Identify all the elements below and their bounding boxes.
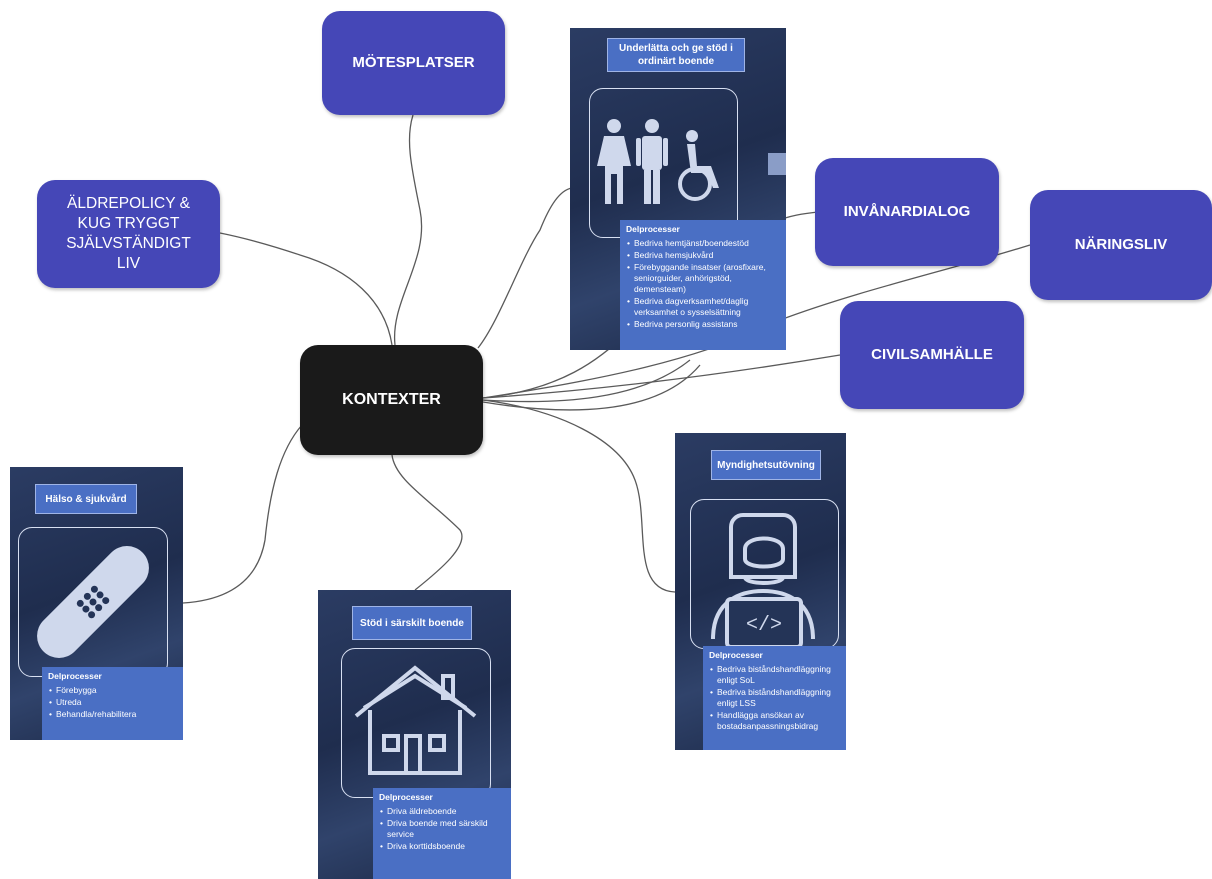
process-item: Handlägga ansökan av bostadsanpassningsb… xyxy=(710,710,840,732)
people-with-wheelchair-icon xyxy=(597,119,719,204)
naringsliv-label: NÄRINGSLIV xyxy=(1074,236,1168,254)
link-civilsamhalle xyxy=(482,354,841,399)
card-ordinart-boende: Underlätta och ge stöd i ordinärt boende… xyxy=(570,28,786,350)
card-title: Stöd i särskilt boende xyxy=(352,606,472,640)
person-laptop-icon: </> xyxy=(711,513,815,647)
link-halso xyxy=(182,424,303,604)
card-halso-sjukvard: Hälso & sjukvård Delprocesser Förebygga … xyxy=(10,467,183,740)
process-item: Behandla/rehabilitera xyxy=(49,709,177,720)
card-title: Hälso & sjukvård xyxy=(35,484,137,514)
motesplatser-label: MÖTESPLATSER xyxy=(352,54,475,72)
kontexter-center-node[interactable]: KONTEXTER xyxy=(300,345,483,455)
aldrepolicy-node[interactable]: ÄLDREPOLICY & KUG TRYGGT SJÄLVSTÄNDIGT L… xyxy=(37,180,220,288)
process-item: Utreda xyxy=(49,697,177,708)
civilsamhalle-label: CIVILSAMHÄLLE xyxy=(871,346,993,364)
process-item: Bedriva hemtjänst/boendestöd xyxy=(627,238,780,249)
link-myndighet xyxy=(482,399,676,593)
process-box: Delprocesser Bedriva biståndshandläggnin… xyxy=(703,646,846,750)
process-item: Driva boende med särskild service xyxy=(380,818,505,840)
process-item: Bedriva dagverksamhet/daglig verksamhet … xyxy=(627,296,780,318)
card-title: Underlätta och ge stöd i ordinärt boende xyxy=(607,38,745,72)
process-item: Förebygga xyxy=(49,685,177,696)
link-aldrepolicy xyxy=(219,232,393,346)
svg-text:</>: </> xyxy=(746,614,782,637)
process-item: Förebyggande insatser (arosfixare, senio… xyxy=(627,262,780,295)
center-label: KONTEXTER xyxy=(342,390,441,408)
aldrepolicy-label: ÄLDREPOLICY & KUG TRYGGT SJÄLVSTÄNDIGT L… xyxy=(66,194,191,273)
process-item: Driva korttidsboende xyxy=(380,841,505,852)
card-title: Myndighetsutövning xyxy=(711,450,821,480)
process-box: Delprocesser Förebygga Utreda Behandla/r… xyxy=(42,667,183,740)
civilsamhalle-node[interactable]: CIVILSAMHÄLLE xyxy=(840,301,1024,409)
process-heading: Delprocesser xyxy=(379,792,433,802)
link-ordinart xyxy=(477,187,573,349)
link-motesplatser xyxy=(393,114,423,346)
house-icon xyxy=(354,665,477,775)
process-item: Bedriva biståndshandläggning enligt LSS xyxy=(710,687,840,709)
invanardialog-node[interactable]: INVÅNARDIALOG xyxy=(815,158,999,266)
process-item: Bedriva personlig assistans xyxy=(627,319,780,330)
process-heading: Delprocesser xyxy=(709,650,763,660)
process-box: Delprocesser Driva äldreboende Driva boe… xyxy=(373,788,511,879)
invanardialog-label: INVÅNARDIALOG xyxy=(843,203,971,221)
naringsliv-node[interactable]: NÄRINGSLIV xyxy=(1030,190,1212,300)
motesplatser-node[interactable]: MÖTESPLATSER xyxy=(322,11,505,115)
bandage-icon xyxy=(37,546,149,658)
link-extra-2 xyxy=(482,364,701,411)
process-item: Bedriva biståndshandläggning enligt SoL xyxy=(710,664,840,686)
process-box: Delprocesser Bedriva hemtjänst/boendestö… xyxy=(620,220,786,350)
card-myndighetsutovning: Myndighetsutövning </> Delprocesser Bedr… xyxy=(675,433,846,750)
link-extra-1 xyxy=(482,359,691,403)
side-tab xyxy=(768,153,786,175)
process-heading: Delprocesser xyxy=(48,671,102,681)
process-item: Bedriva hemsjukvård xyxy=(627,250,780,261)
process-heading: Delprocesser xyxy=(626,224,680,234)
link-sarskilt xyxy=(391,454,463,591)
process-item: Driva äldreboende xyxy=(380,806,505,817)
card-sarskilt-boende: Stöd i särskilt boende Delprocesser Driv… xyxy=(318,590,511,879)
